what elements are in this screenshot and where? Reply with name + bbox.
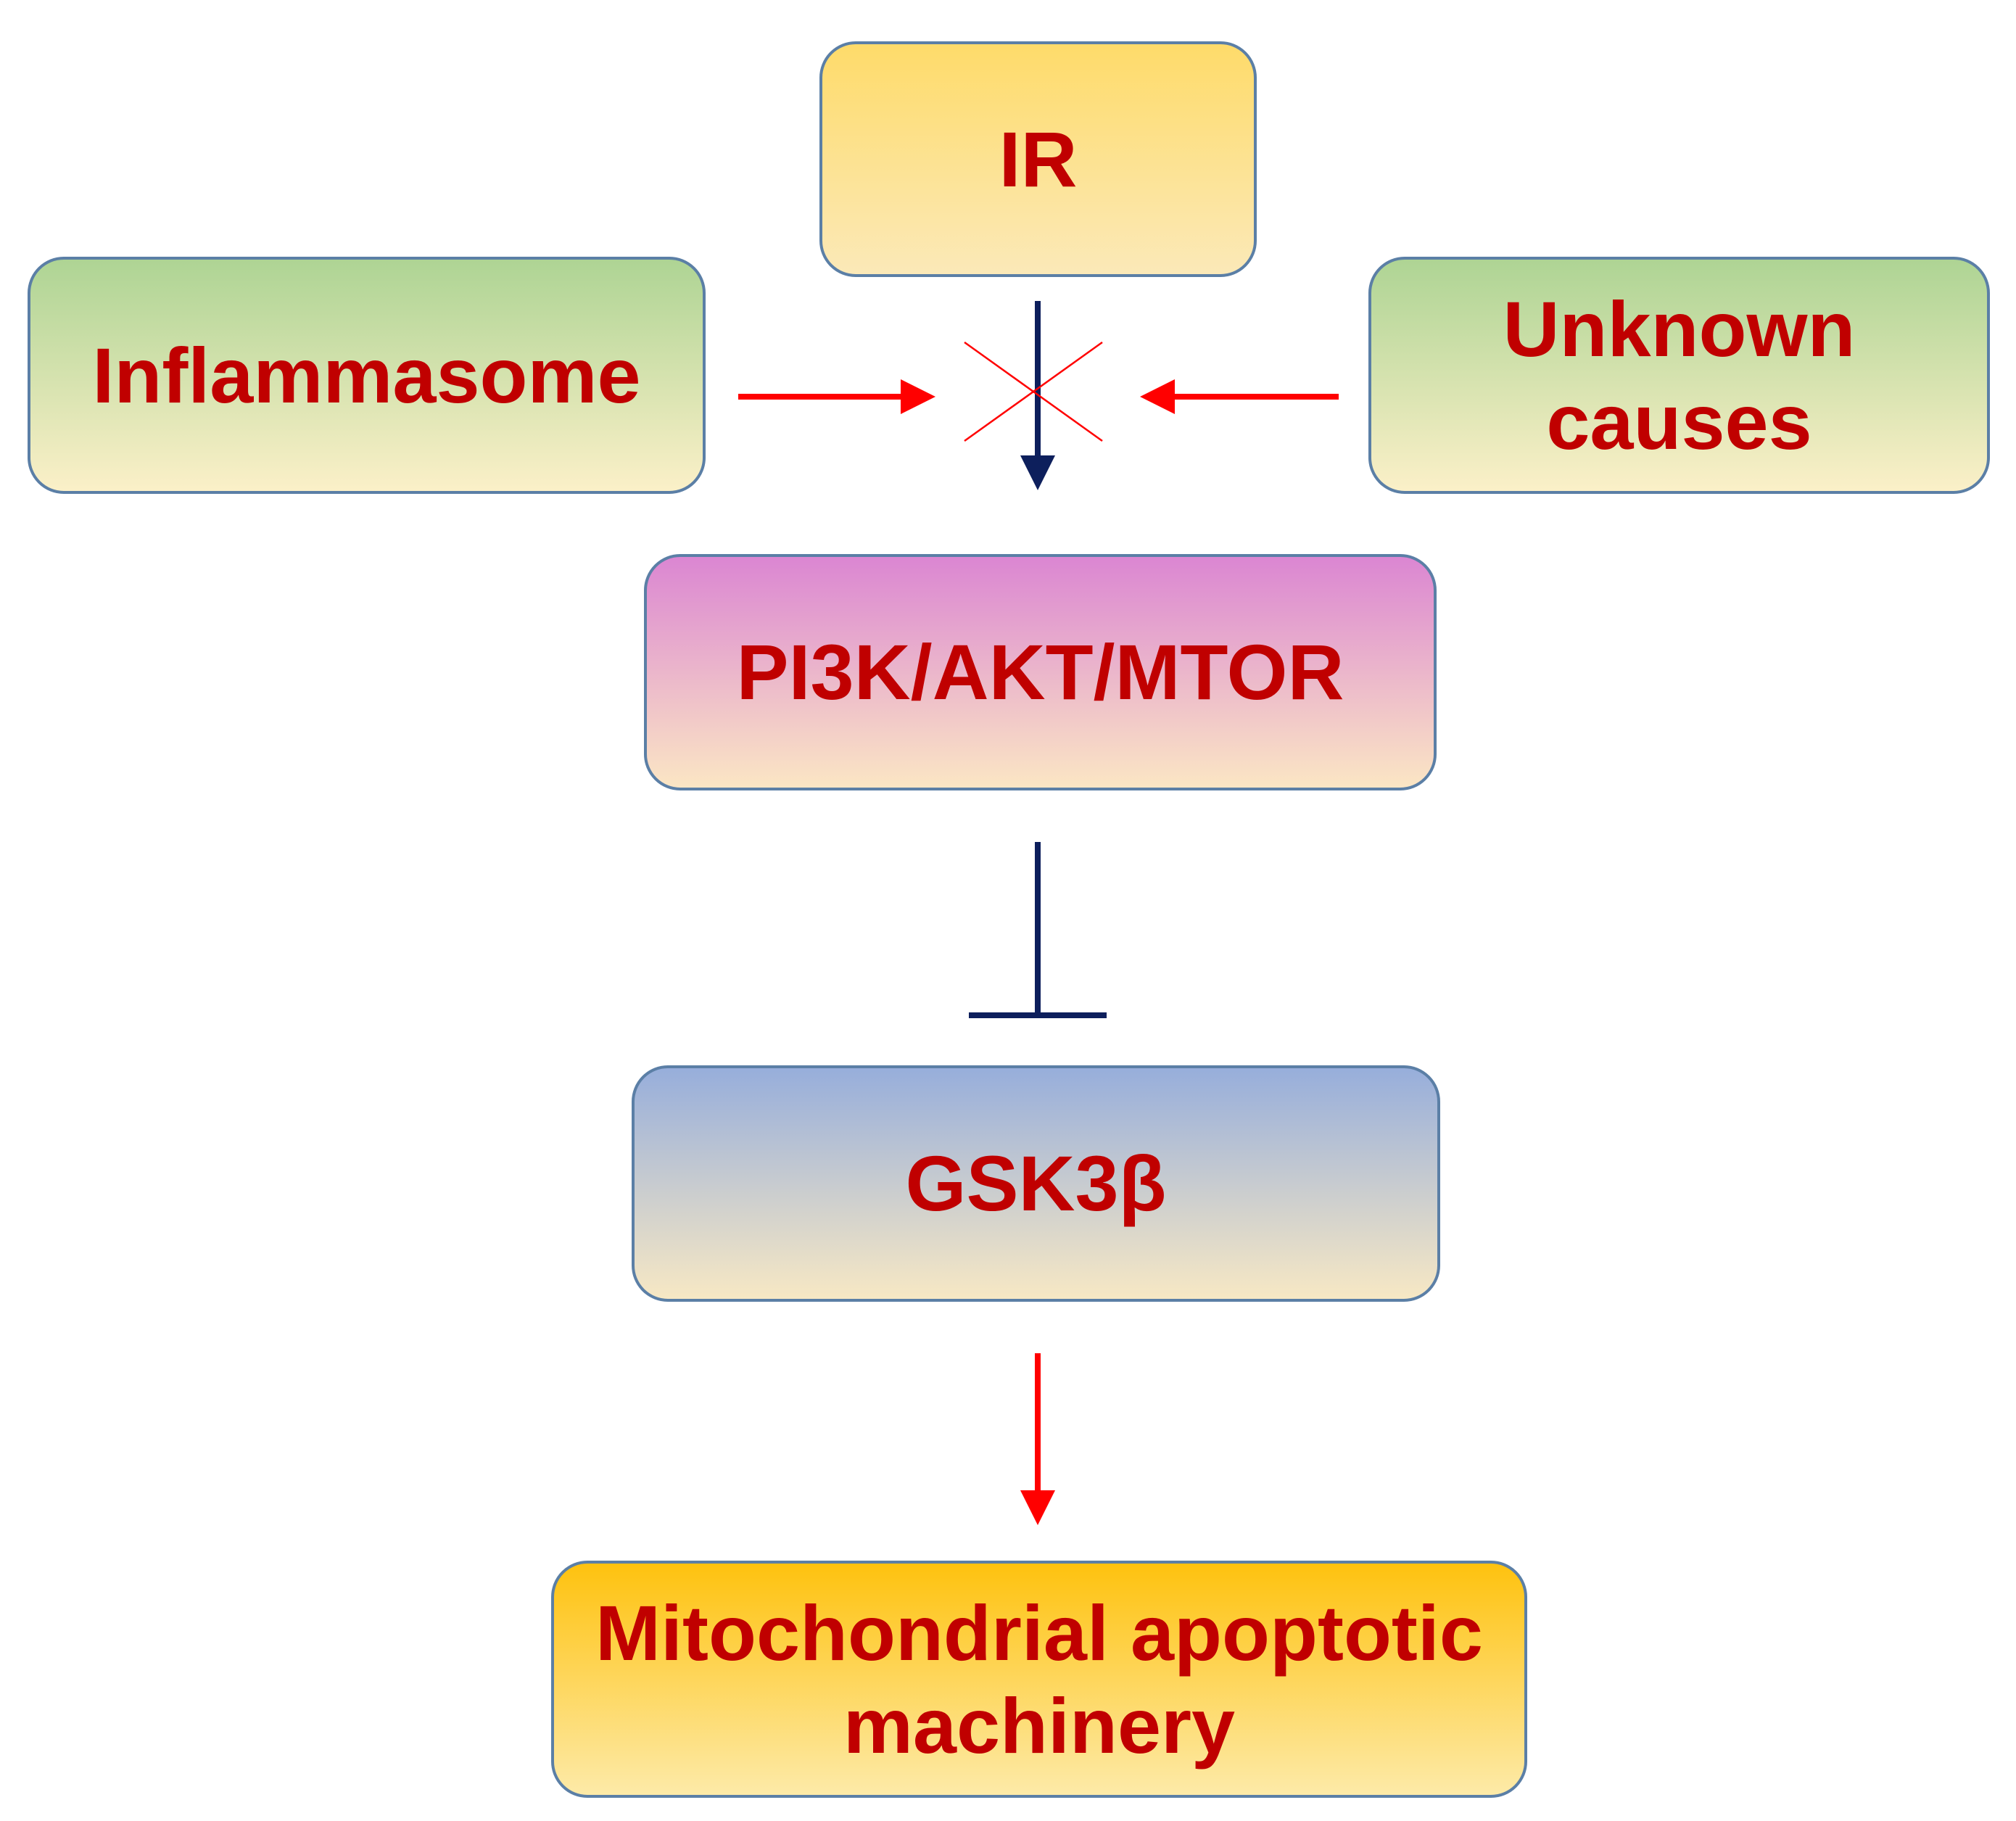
mito-label-line1: Mitochondrial apoptotic [595, 1589, 1483, 1677]
blocked-cross-mark [964, 341, 1103, 442]
inflammasome-label: Inflammasome [92, 331, 641, 419]
gsk3b-node: GSK3β [632, 1065, 1440, 1302]
pi3k-akt-mtor-node: PI3K/AKT/MTOR [644, 554, 1437, 790]
unknown-causes-node: Unknown causes [1368, 257, 1990, 494]
unknown-causes-label-line1: Unknown [1503, 285, 1856, 373]
gsk3b-label: GSK3β [905, 1139, 1167, 1228]
inflammasome-node: Inflammasome [28, 257, 706, 494]
ir-node: IR [819, 41, 1257, 277]
pi3k-inhibits-gsk-bar [969, 842, 1107, 1018]
unknown-causes-label-line2: causes [1546, 377, 1812, 466]
mitochondrial-apoptotic-machinery-node: Mitochondrial apoptotic machinery [551, 1561, 1527, 1798]
ir-label: IR [999, 115, 1078, 203]
mito-label-line2: machinery [843, 1681, 1236, 1770]
pi3k-akt-mtor-label: PI3K/AKT/MTOR [736, 628, 1344, 717]
